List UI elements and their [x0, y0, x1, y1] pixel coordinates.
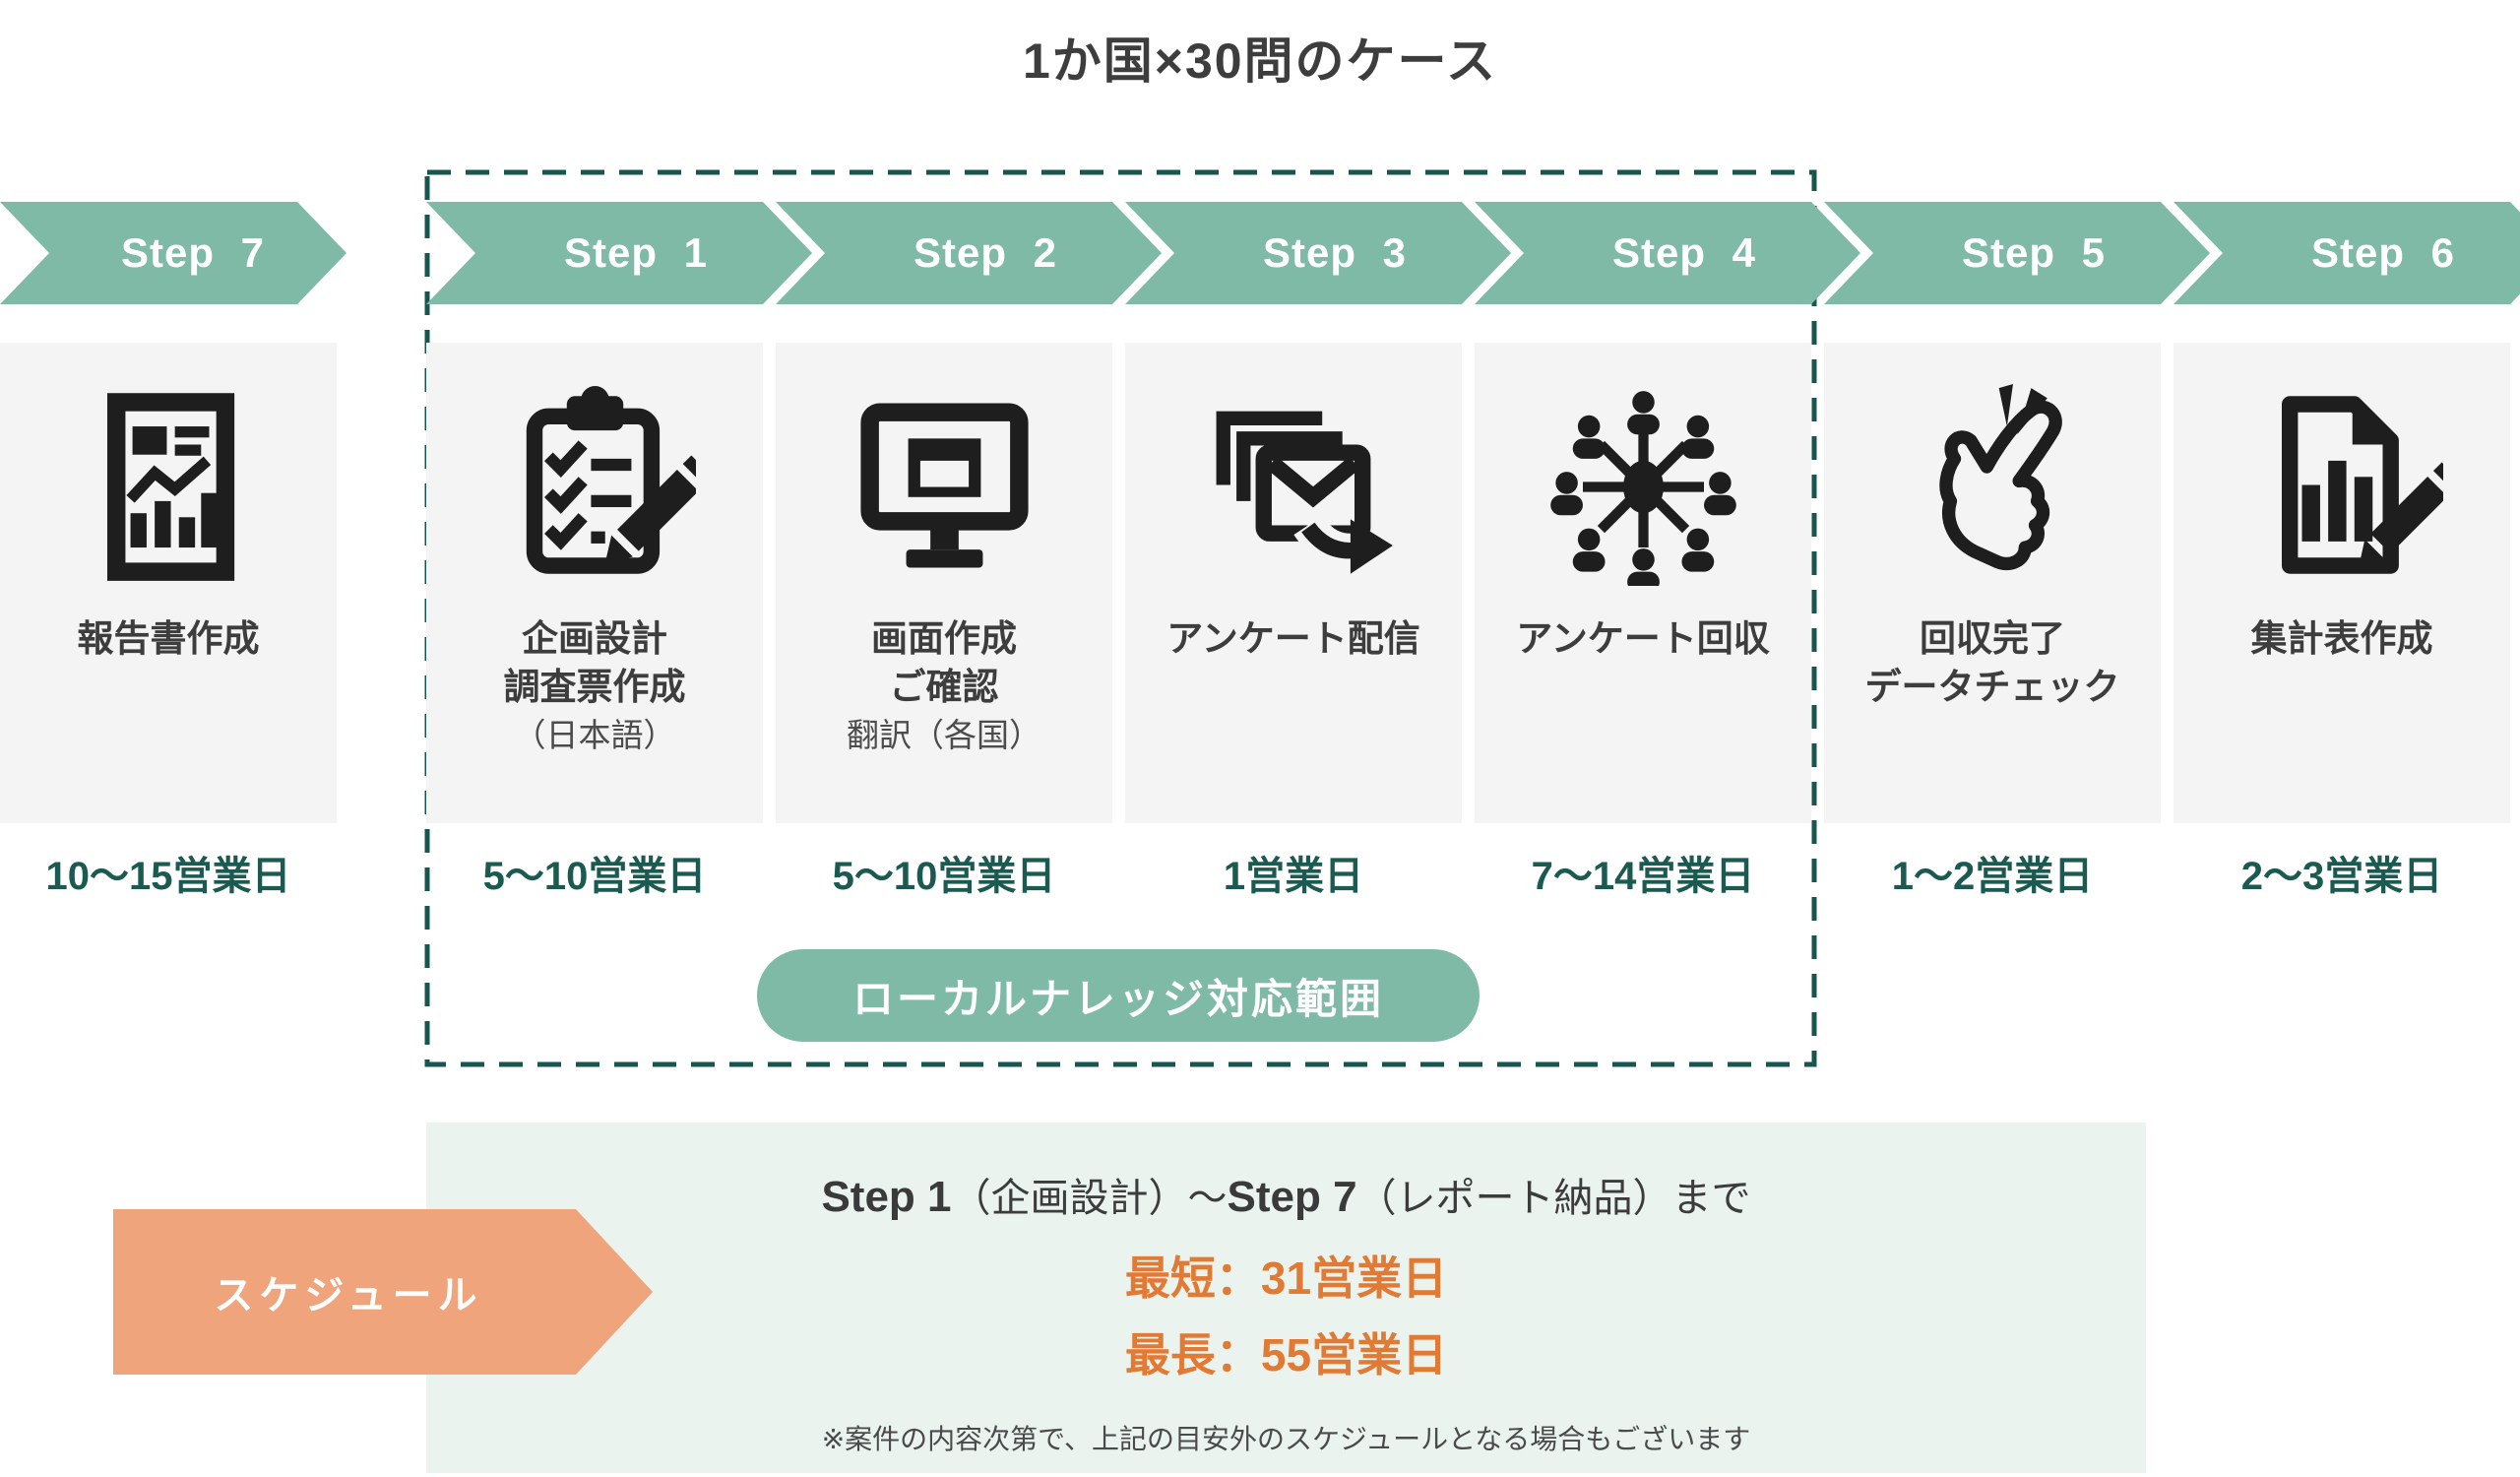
step-column-7: Step 7	[0, 202, 346, 931]
step6-label: Step 6	[2310, 229, 2456, 276]
step-name-line: ご確認	[889, 666, 999, 707]
step2-label: Step 2	[913, 229, 1058, 276]
step-name-line: アンケート回収	[1516, 618, 1770, 659]
schedule-range-step-from: Step 1	[821, 1173, 952, 1221]
step7-header-chevron: Step 7	[0, 202, 346, 304]
schedule-longest: 最長：55営業日	[1124, 1329, 1448, 1381]
step-name-line: 企画設計	[522, 618, 667, 659]
report-board-icon	[68, 384, 270, 586]
step4-name: アンケート回収	[1516, 615, 1770, 664]
schedule-shortest: 最短：31営業日	[1124, 1252, 1448, 1304]
step-name-line: 回収完了	[1920, 618, 2065, 659]
page-title: 1か国×30問のケース	[1022, 33, 1498, 89]
local-knowledge-scope-badge: ローカルナレッジ対応範囲	[757, 949, 1480, 1042]
step3-header-chevron: Step 3	[1125, 202, 1511, 304]
step-name-sub: 翻訳（各国）	[847, 716, 1041, 753]
step3-label: Step 3	[1262, 229, 1408, 276]
step4-header-chevron: Step 4	[1475, 202, 1860, 304]
step2-card: 画面作成 ご確認 翻訳（各国）	[776, 343, 1112, 823]
schedule-range-step-to: Step 7	[1227, 1173, 1357, 1221]
finger-snap-icon	[1892, 384, 2094, 586]
monitor-screen-icon	[844, 384, 1045, 586]
step4-label: Step 4	[1611, 229, 1757, 276]
step2-duration: 5〜10営業日	[832, 855, 1056, 898]
clipboard-checklist-icon	[494, 384, 696, 586]
step-name-line: データチェック	[1864, 666, 2120, 707]
step5-name: 回収完了 データチェック	[1865, 615, 2120, 712]
step5-label: Step 5	[1961, 229, 2107, 276]
step-column-4: Step 4	[1475, 202, 1860, 931]
step-column-5: Step 5 回収完了 データチェック 1〜2営業日	[1824, 202, 2210, 931]
step-name-line: 画面作成	[871, 618, 1017, 659]
schedule-range-to-note: （レポート納品）まで	[1356, 1177, 1751, 1220]
step-column-6: Step 6	[2174, 202, 2520, 931]
schedule-arrow: スケジュール	[113, 1209, 653, 1375]
step6-header-chevron: Step 6	[2174, 202, 2520, 304]
step-column-1: Step 1	[426, 202, 812, 931]
schedule-note: ※案件の内容次第で、上記の目安外のスケジュールとなる場合もございます	[821, 1424, 1751, 1454]
schedule-panel: Step 1（企画設計）〜Step 7（レポート納品）まで 最短：31営業日 最…	[426, 1123, 2146, 1473]
step7-name: 報告書作成	[78, 615, 260, 664]
people-network-icon	[1543, 384, 1744, 586]
step7-duration: 10〜15営業日	[45, 855, 291, 898]
step6-card: 集計表作成	[2174, 343, 2510, 823]
step7-card: 報告書作成	[0, 343, 337, 823]
step7-label: Step 7	[120, 229, 266, 276]
step5-header-chevron: Step 5	[1824, 202, 2210, 304]
step5-card: 回収完了 データチェック	[1824, 343, 2161, 823]
mail-send-icon	[1193, 384, 1395, 586]
schedule-range: Step 1（企画設計）〜Step 7（レポート納品）まで	[426, 1166, 2146, 1223]
step1-label: Step 1	[563, 229, 709, 276]
step1-name: 企画設計 調査票作成 （日本語）	[504, 615, 686, 756]
schedule-arrow-label: スケジュール	[214, 1274, 483, 1317]
step2-name: 画面作成 ご確認 翻訳（各国）	[847, 615, 1041, 756]
step2-header-chevron: Step 2	[776, 202, 1162, 304]
step3-card: アンケート配信	[1125, 343, 1462, 823]
step-name-line: 調査票作成	[503, 666, 686, 707]
step-name-line: 報告書作成	[77, 618, 260, 659]
chart-document-pencil-icon	[2241, 384, 2443, 586]
step6-name: 集計表作成	[2251, 615, 2433, 664]
step-column-2: Step 2 画面作成 ご確認 翻訳（各国） 5〜10営業日	[776, 202, 1162, 931]
step5-duration: 1〜2営業日	[1891, 855, 2094, 898]
step-column-3: Step 3 アンケート配信 1営業日	[1125, 202, 1511, 931]
step-name-sub: （日本語）	[513, 716, 676, 753]
step4-card: アンケート回収	[1475, 343, 1811, 823]
schedule-range-from-note: （企画設計）〜	[951, 1177, 1228, 1220]
step3-duration: 1営業日	[1223, 855, 1364, 898]
step1-header-chevron: Step 1	[426, 202, 812, 304]
step4-duration: 7〜14営業日	[1531, 855, 1755, 898]
step3-name: アンケート配信	[1166, 615, 1420, 664]
step6-duration: 2〜3営業日	[2240, 855, 2443, 898]
step1-card: 企画設計 調査票作成 （日本語）	[426, 343, 763, 823]
step-name-line: アンケート配信	[1166, 618, 1420, 659]
step1-duration: 5〜10営業日	[482, 855, 707, 898]
step-name-line: 集計表作成	[2250, 618, 2433, 659]
